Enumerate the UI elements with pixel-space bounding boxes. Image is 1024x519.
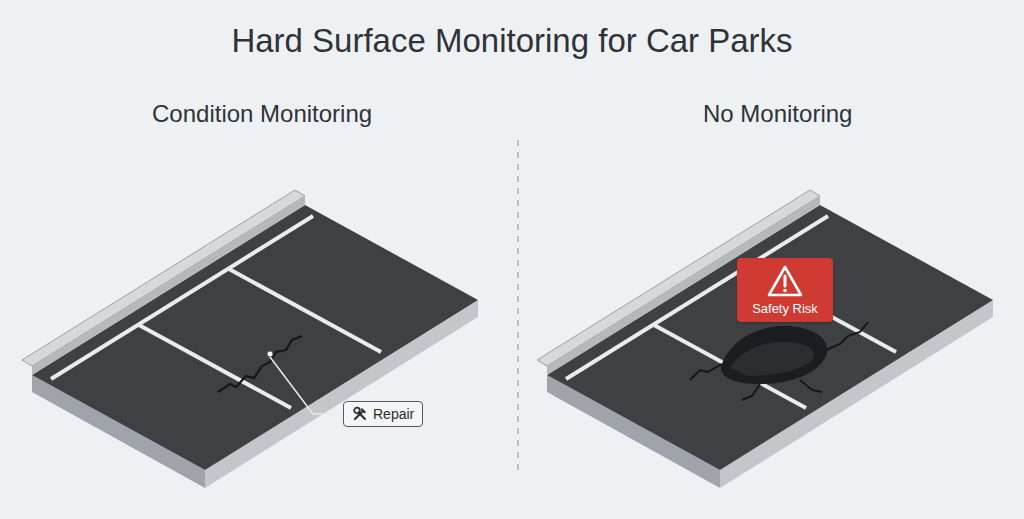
- callout-text: Safety Risk: [752, 301, 818, 316]
- warning-icon: [766, 264, 804, 298]
- repair-callout: Repair: [343, 401, 423, 427]
- car-park-slab-right: [537, 190, 993, 488]
- safety-risk-callout: Safety Risk: [737, 258, 833, 322]
- title: Hard Surface Monitoring for Car Parks: [0, 22, 1024, 60]
- car-park-slab-left: [22, 190, 478, 488]
- panel-heading: No Monitoring: [703, 100, 852, 128]
- tools-icon: [352, 406, 368, 422]
- panel-heading: Condition Monitoring: [152, 100, 372, 128]
- leader-line: [270, 357, 341, 414]
- callout-text: Repair: [373, 406, 414, 422]
- divider-line: [517, 140, 519, 472]
